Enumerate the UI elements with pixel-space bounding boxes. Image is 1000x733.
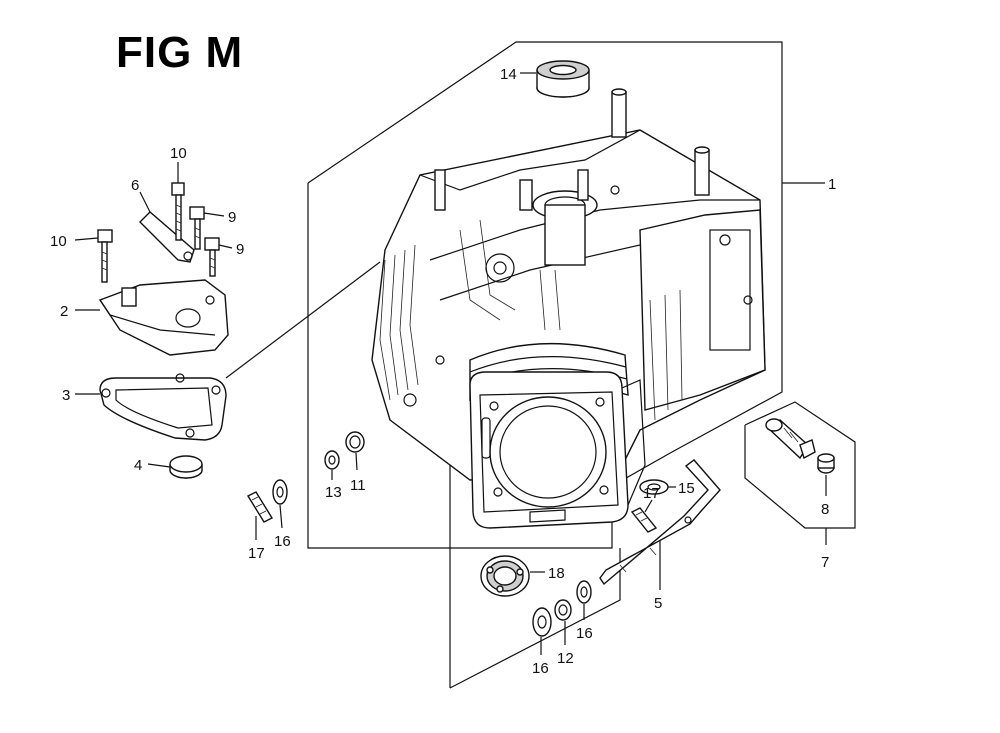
plug-cap-part <box>169 455 203 479</box>
callout-13: 13 <box>325 484 342 501</box>
breather-plate-part <box>139 211 195 263</box>
callout-7: 7 <box>821 554 829 571</box>
callout-15: 15 <box>678 480 695 497</box>
callout-17-left: 17 <box>248 545 265 562</box>
washer-8-part <box>817 453 835 474</box>
callout-2: 2 <box>60 303 68 320</box>
callout-9-upper: 9 <box>228 209 236 226</box>
crankcase-assembly <box>371 88 766 529</box>
sensor-frame <box>744 401 856 529</box>
bolt-9-lower <box>204 237 220 277</box>
stud-17-right-part <box>630 507 658 533</box>
bolt-9-upper <box>189 206 205 250</box>
dowel-pin-12-part <box>554 599 572 621</box>
callout-4: 4 <box>134 457 142 474</box>
washer-13-part <box>324 450 340 470</box>
ball-bearing-part <box>480 555 530 597</box>
washer-16-lower-left-part <box>532 607 552 637</box>
callout-16-left: 16 <box>274 533 291 550</box>
stud-17-left-part <box>247 491 273 523</box>
assembly-frame-upper <box>307 41 783 549</box>
callout-16-lower-left: 16 <box>532 660 549 677</box>
callout-10-upper: 10 <box>170 145 187 162</box>
callout-10-left: 10 <box>50 233 67 250</box>
callout-17-right: 17 <box>643 485 660 502</box>
washer-16-left-part <box>272 479 288 505</box>
callout-labels: 14 1 10 6 10 9 9 2 3 4 13 11 16 17 15 17… <box>50 66 836 677</box>
callout-14: 14 <box>500 66 517 83</box>
washer-15-part <box>639 479 669 495</box>
callout-12: 12 <box>557 650 574 667</box>
bolt-10-left <box>97 229 113 283</box>
callout-1: 1 <box>828 176 836 193</box>
bolt-10-upper <box>171 182 185 241</box>
dipstick-tube-part <box>599 459 721 586</box>
washer-16-lower-right-part <box>576 580 592 604</box>
dowel-pin-11-part <box>345 431 365 453</box>
oil-sensor-part <box>765 418 816 460</box>
breather-gasket-part <box>99 373 227 441</box>
callout-18: 18 <box>548 565 565 582</box>
callout-9-lower: 9 <box>236 241 244 258</box>
callout-3: 3 <box>62 387 70 404</box>
breather-cover-part <box>98 279 229 356</box>
leader-lines <box>74 72 827 655</box>
callout-16-lower-right: 16 <box>576 625 593 642</box>
oil-seal-part <box>536 60 590 98</box>
callout-5: 5 <box>654 595 662 612</box>
callout-11: 11 <box>350 477 366 494</box>
callout-6: 6 <box>131 177 139 194</box>
callout-8: 8 <box>821 501 829 518</box>
figure-title: FIG M <box>116 28 244 77</box>
